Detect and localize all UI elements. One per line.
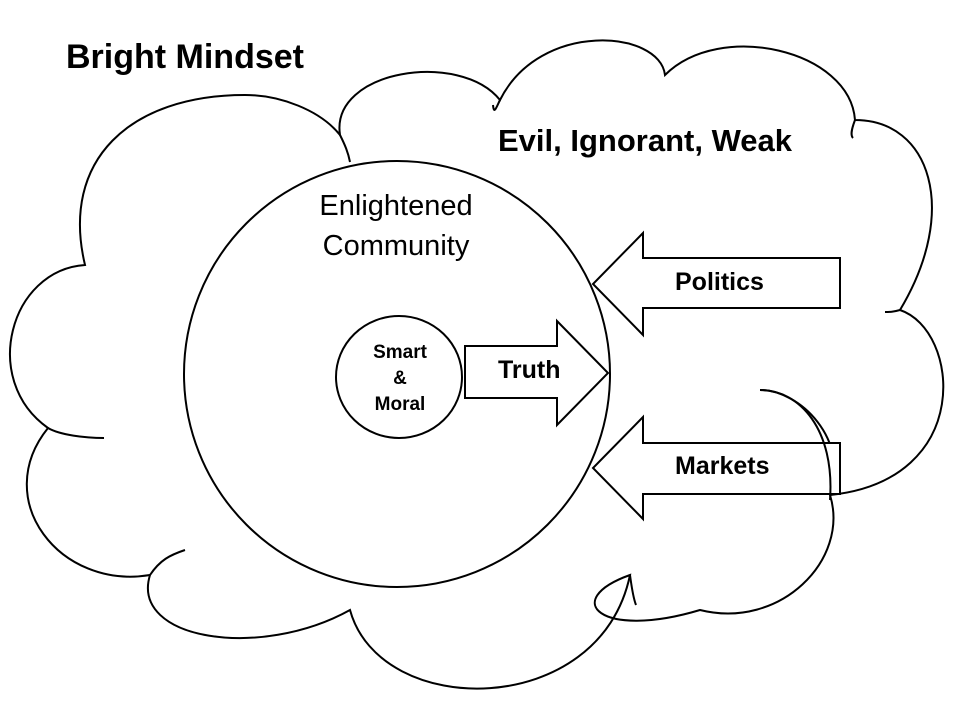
outer-label: Evil, Ignorant, Weak bbox=[498, 123, 793, 158]
core-label-line2: & bbox=[393, 368, 407, 389]
community-circle bbox=[183, 160, 611, 588]
markets-arrow bbox=[591, 414, 841, 522]
diagram-title: Bright Mindset bbox=[66, 38, 304, 76]
markets-label: Markets bbox=[675, 452, 770, 480]
core-label-line1: Smart bbox=[373, 342, 428, 363]
community-label-line2: Community bbox=[323, 230, 470, 262]
truth-label: Truth bbox=[498, 356, 561, 384]
politics-label: Politics bbox=[675, 268, 764, 296]
community-label-line1: Enlightened bbox=[319, 190, 472, 222]
core-label-line3: Moral bbox=[375, 394, 426, 415]
politics-arrow bbox=[591, 230, 841, 338]
cloud-overlap-line bbox=[759, 389, 832, 501]
truth-arrow bbox=[464, 318, 610, 428]
core-circle bbox=[335, 315, 463, 439]
